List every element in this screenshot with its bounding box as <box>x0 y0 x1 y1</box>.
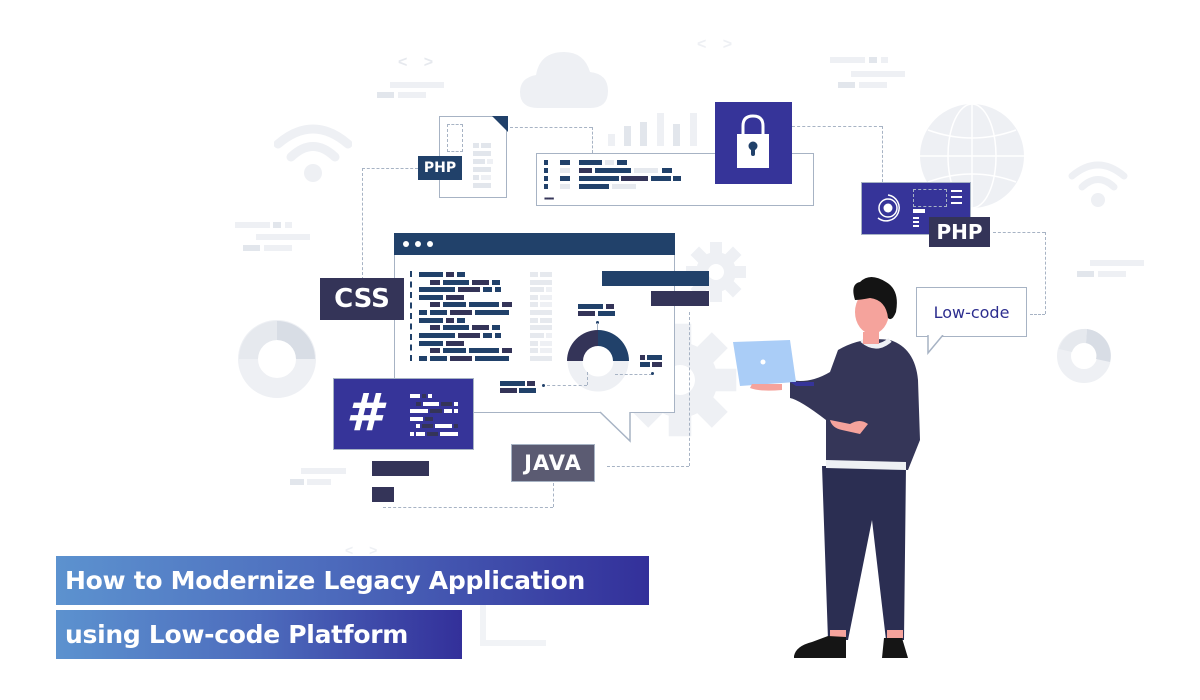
decor-line <box>398 92 426 98</box>
decor-line <box>859 82 887 88</box>
wifi-icon <box>1068 161 1128 207</box>
decor-line <box>256 234 310 240</box>
speech-bubble-text: Low-code <box>933 302 1010 322</box>
bar-chart-icon <box>608 110 708 146</box>
decor-line <box>390 82 444 88</box>
code-brackets-icon: < > <box>697 36 739 53</box>
wifi-icon <box>274 124 352 182</box>
speech-bubble: Low-code <box>916 287 1027 337</box>
decor-line <box>243 245 260 251</box>
panel-bar <box>372 487 394 502</box>
laptop-silhouette <box>480 600 546 646</box>
decor-line <box>290 479 304 485</box>
decor-line <box>838 82 855 88</box>
speech-bubble-tail <box>927 335 944 355</box>
decor-line <box>1077 271 1094 277</box>
php-tag: PHP <box>418 156 462 180</box>
headline-line-2: using Low-code Platform <box>56 610 462 659</box>
cloud-icon <box>520 52 608 108</box>
decor-line <box>285 222 292 228</box>
php-tag: PHP <box>929 217 990 247</box>
target-icon <box>877 194 900 222</box>
lock-icon <box>737 114 769 168</box>
decor-line <box>301 468 346 474</box>
decor-line <box>1098 271 1126 277</box>
decor-line <box>235 222 270 228</box>
css-tag: CSS <box>320 278 404 320</box>
headline-text-2: using Low-code Platform <box>65 620 409 649</box>
code-brackets-icon: < > <box>345 542 384 558</box>
browser-window <box>393 232 675 413</box>
panel-bar <box>372 461 429 476</box>
decor-line <box>273 222 281 228</box>
person-illustration <box>733 277 920 658</box>
decor-line <box>881 57 888 63</box>
decor-line <box>869 57 877 63</box>
panel-bar <box>602 271 709 286</box>
decor-line <box>307 479 331 485</box>
donut-chart-icon <box>567 330 629 392</box>
code-brackets-icon: < > <box>398 54 440 71</box>
donut-chart-icon <box>1057 328 1111 383</box>
decor-line <box>830 57 865 63</box>
headline-text-1: How to Modernize Legacy Application <box>65 566 585 595</box>
decor-line <box>377 92 394 98</box>
hash-card: # <box>333 378 474 450</box>
headline-line-1: How to Modernize Legacy Application <box>56 556 649 605</box>
decor-line <box>1090 260 1144 266</box>
lock-card <box>715 102 792 184</box>
donut-chart-icon <box>238 320 316 398</box>
panel-bar <box>651 291 709 306</box>
window-bubble-tail <box>600 411 631 443</box>
decor-line <box>851 71 905 77</box>
browser-titlebar <box>393 232 675 255</box>
java-tag: JAVA <box>511 444 595 482</box>
decor-line <box>264 245 292 251</box>
hash-icon: # <box>346 383 383 443</box>
